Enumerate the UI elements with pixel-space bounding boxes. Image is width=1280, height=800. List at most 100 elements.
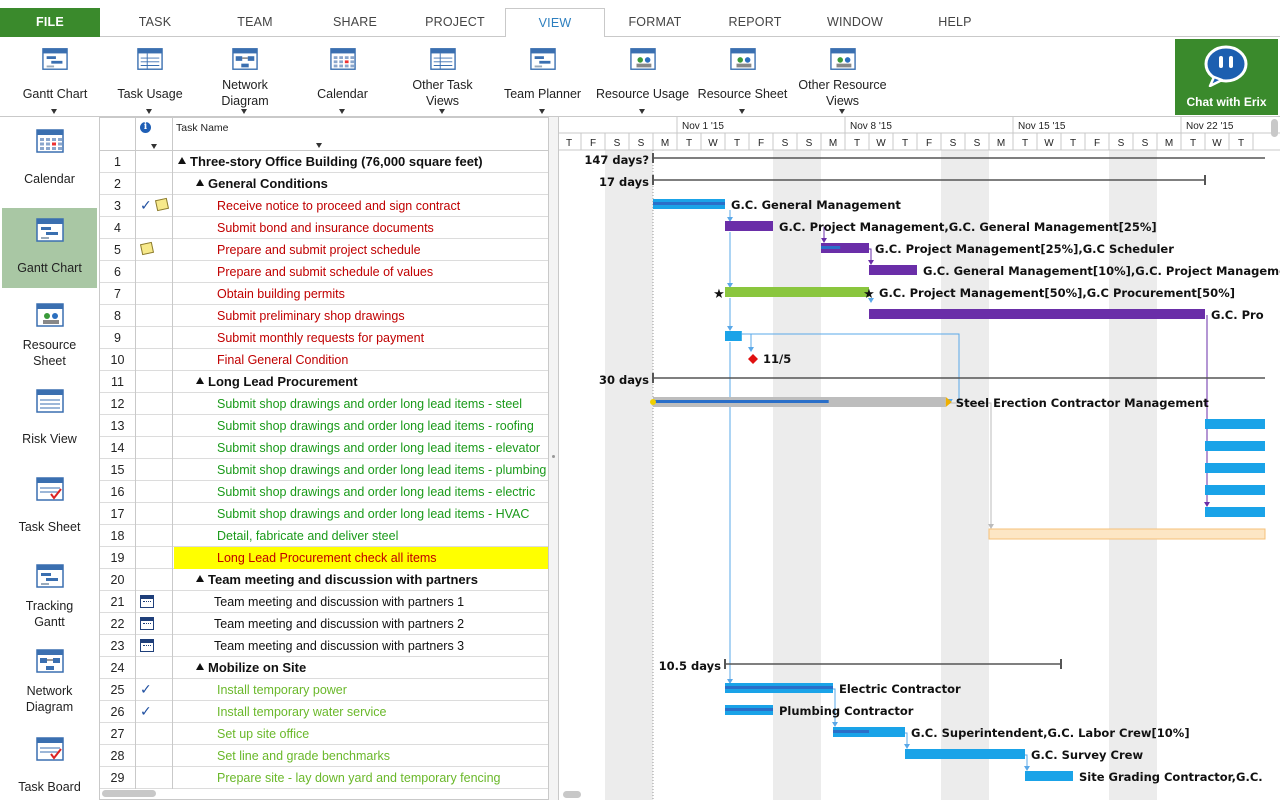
row-number[interactable]: 26 xyxy=(100,701,136,723)
task-progress-bar[interactable] xyxy=(725,686,833,689)
task-bar-hatched[interactable] xyxy=(988,528,1266,540)
tab-report[interactable]: REPORT xyxy=(728,15,782,29)
bar-start-marker[interactable] xyxy=(650,399,656,405)
row-number[interactable]: 20 xyxy=(100,569,136,591)
task-bar[interactable] xyxy=(725,221,773,231)
task-name-cell[interactable]: Long Lead Procurement xyxy=(208,374,358,389)
row-number[interactable]: 7 xyxy=(100,283,136,305)
row-number[interactable]: 25 xyxy=(100,679,136,701)
row-number[interactable]: 12 xyxy=(100,393,136,415)
task-bar[interactable] xyxy=(725,287,869,297)
task-name-cell[interactable]: Receive notice to proceed and sign contr… xyxy=(217,199,461,213)
task-bar[interactable] xyxy=(1205,463,1265,473)
row-number[interactable]: 13 xyxy=(100,415,136,437)
task-progress-bar[interactable] xyxy=(653,400,829,403)
task-name-cell[interactable]: Prepare site - lay down yard and tempora… xyxy=(217,771,501,785)
task-bar[interactable] xyxy=(821,243,869,253)
task-bar[interactable] xyxy=(725,331,742,341)
checkmark-icon[interactable]: ✓ xyxy=(140,704,152,720)
other-task-views-button[interactable]: Other Task Views xyxy=(395,41,490,115)
row-number[interactable]: 17 xyxy=(100,503,136,525)
table-row[interactable]: 7 Obtain building permits xyxy=(100,283,548,305)
view-resource-sheet[interactable]: Resource Sheet xyxy=(2,293,97,374)
task-name-cell[interactable]: Install temporary water service xyxy=(217,705,387,719)
task-name-cell[interactable]: Submit bond and insurance documents xyxy=(217,221,434,235)
collapse-triangle-icon[interactable] xyxy=(178,157,186,164)
view-tracking-gantt[interactable]: Tracking Gantt xyxy=(2,554,97,634)
tab-team[interactable]: TEAM xyxy=(237,15,273,29)
row-number[interactable]: 19 xyxy=(100,547,136,569)
task-name-cell[interactable]: Prepare and submit project schedule xyxy=(217,243,421,257)
gantt-chart-button[interactable]: Gantt Chart xyxy=(10,41,100,115)
tab-share[interactable]: SHARE xyxy=(332,15,378,29)
row-number[interactable]: 14 xyxy=(100,437,136,459)
table-row[interactable]: 29 Prepare site - lay down yard and tempo… xyxy=(100,767,548,789)
table-row[interactable]: 27 Set up site office xyxy=(100,723,548,745)
view-task-board[interactable]: Task Board xyxy=(2,727,97,799)
task-bar[interactable] xyxy=(1205,441,1265,451)
row-number[interactable]: 29 xyxy=(100,767,136,789)
task-progress-bar[interactable] xyxy=(725,708,773,711)
task-name-cell[interactable]: Mobilize on Site xyxy=(208,660,307,675)
tab-format[interactable]: FORMAT xyxy=(628,15,682,29)
table-row[interactable]: 17 Submit shop drawings and order long le… xyxy=(100,503,548,525)
row-number[interactable]: 9 xyxy=(100,327,136,349)
table-row[interactable]: 21 Team meeting and discussion with partn… xyxy=(100,591,548,613)
team-planner-button[interactable]: Team Planner xyxy=(495,41,590,115)
table-row[interactable]: 12 Submit shop drawings and order long le… xyxy=(100,393,548,415)
row-number[interactable]: 22 xyxy=(100,613,136,635)
view-gantt-chart[interactable]: Gantt Chart xyxy=(2,208,97,288)
note-icon[interactable] xyxy=(139,241,155,256)
table-row[interactable]: 13 Submit shop drawings and order long le… xyxy=(100,415,548,437)
checkmark-icon[interactable]: ✓ xyxy=(140,682,152,698)
tab-project[interactable]: PROJECT xyxy=(425,15,485,29)
row-number[interactable]: 8 xyxy=(100,305,136,327)
task-bar[interactable] xyxy=(1205,507,1265,517)
task-progress-bar[interactable] xyxy=(833,730,869,733)
table-row[interactable]: 25✓ Install temporary power xyxy=(100,679,548,701)
row-number[interactable]: 5 xyxy=(100,239,136,261)
task-name-cell[interactable]: Submit shop drawings and order long lead… xyxy=(217,507,530,521)
bar-end-marker[interactable] xyxy=(945,397,952,407)
column-header-row-number[interactable] xyxy=(100,118,136,151)
checkmark-icon[interactable]: ✓ xyxy=(140,198,152,214)
task-name-cell[interactable]: Submit shop drawings and order long lead… xyxy=(217,397,523,411)
task-name-cell[interactable]: Team meeting and discussion with partner… xyxy=(214,639,465,653)
task-name-cell[interactable]: Detail, fabricate and deliver steel xyxy=(217,529,399,543)
row-number[interactable]: 27 xyxy=(100,723,136,745)
task-name-cell[interactable]: Obtain building permits xyxy=(217,287,345,301)
tab-view[interactable]: VIEW xyxy=(505,8,605,38)
collapse-triangle-icon[interactable] xyxy=(196,575,204,582)
task-name-cell[interactable]: Install temporary power xyxy=(217,683,347,697)
task-name-cell[interactable]: General Conditions xyxy=(208,176,328,191)
row-number[interactable]: 21 xyxy=(100,591,136,613)
task-name-cell[interactable]: Three-story Office Building (76,000 squa… xyxy=(190,154,483,169)
task-name-cell[interactable]: Team meeting and discussion with partner… xyxy=(208,572,478,587)
task-bar[interactable] xyxy=(869,265,917,275)
view-network-diagram[interactable]: Network Diagram xyxy=(2,639,97,722)
task-usage-button[interactable]: Task Usage xyxy=(105,41,195,115)
row-number[interactable]: 4 xyxy=(100,217,136,239)
table-row[interactable]: 3✓Receive notice to proceed and sign con… xyxy=(100,195,548,217)
task-name-cell[interactable]: Team meeting and discussion with partner… xyxy=(214,595,465,609)
task-name-cell[interactable]: Set up site office xyxy=(217,727,310,741)
task-name-cell[interactable]: Submit shop drawings and order long lead… xyxy=(217,419,534,433)
collapse-triangle-icon[interactable] xyxy=(196,377,204,384)
task-name-cell[interactable]: Prepare and submit schedule of values xyxy=(217,265,434,279)
task-progress-bar[interactable] xyxy=(821,246,841,249)
task-bar[interactable] xyxy=(869,309,1205,319)
tab-help[interactable]: HELP xyxy=(938,15,972,29)
task-bar[interactable] xyxy=(905,749,1025,759)
row-number[interactable]: 16 xyxy=(100,481,136,503)
milestone-date-label[interactable]: 11/5 xyxy=(763,352,791,366)
